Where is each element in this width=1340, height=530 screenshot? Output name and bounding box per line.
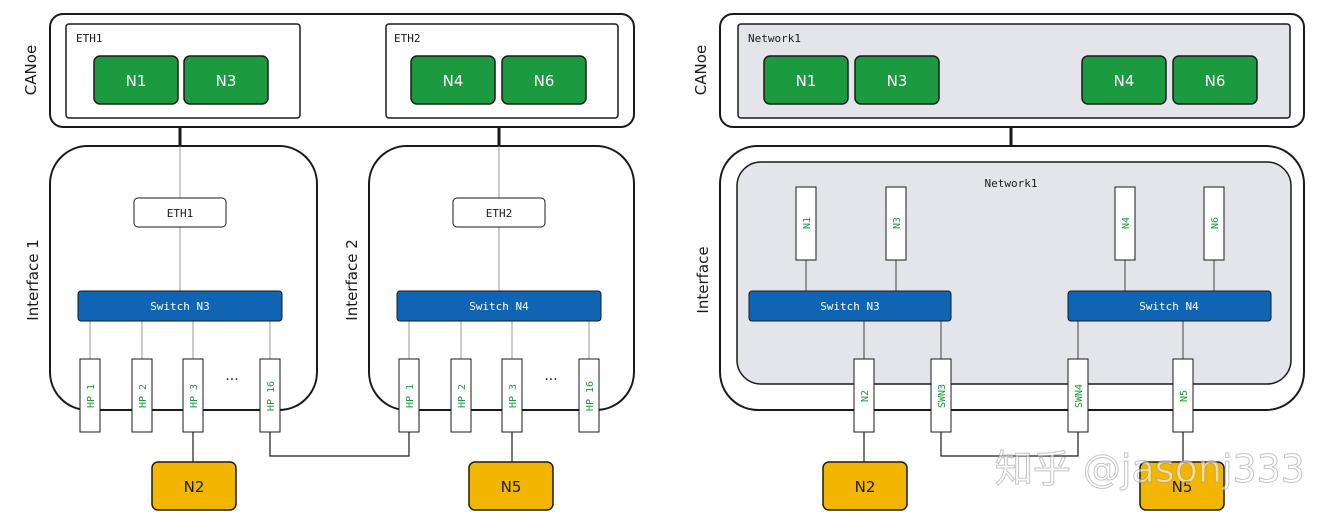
node-label: N3 (887, 72, 908, 90)
switch-label: Switch N4 (1139, 300, 1199, 313)
lower-port-swn3[interactable]: SWN3 (930, 358, 952, 433)
interface-label-right: Interface (694, 246, 712, 313)
switch-n4-left: Switch N4 (396, 290, 602, 322)
canoe-label-right: CANoe (692, 45, 710, 95)
network1-inner-label: Network1 (985, 177, 1038, 190)
port-label: N2 (860, 390, 871, 402)
port-label: SWN3 (937, 384, 948, 408)
network1-inner-box (736, 161, 1292, 385)
iface2-ellipsis: ... (544, 368, 557, 384)
left-diagram: CANoe ETH1 ETH2 N1 N3 N4 N6 Interface 1 (22, 13, 635, 511)
switch-label: Switch N4 (469, 300, 529, 313)
sim-port-n4[interactable]: N4 (1114, 186, 1136, 261)
ecu-n5-right[interactable]: N5 (1139, 461, 1225, 511)
node-label: N6 (534, 72, 555, 90)
iface1-port-hp1[interactable]: HP 1 (79, 358, 101, 433)
port-label: N3 (892, 217, 903, 229)
ecu-n2-left[interactable]: N2 (151, 461, 237, 511)
network1-top-label: Network1 (748, 32, 801, 45)
node-label: N1 (796, 72, 817, 90)
right-diagram: CANoe Network1 N1 N3 N4 N6 Interface Net… (692, 13, 1305, 511)
iface1-eth-channel: ETH1 (133, 197, 227, 228)
channel-label: ETH2 (486, 207, 513, 220)
interface2-label: Interface 2 (343, 239, 361, 320)
node-label: N1 (126, 72, 147, 90)
watermark: 知乎 @jasonj333 (995, 447, 1305, 491)
ecu-links-left (192, 432, 513, 462)
internal-wires-right (805, 260, 1215, 359)
ecu-links-right (863, 432, 1184, 462)
port-label: N1 (802, 217, 813, 229)
switch-label: Switch N3 (150, 300, 210, 313)
eth1-network-label: ETH1 (76, 32, 103, 45)
canoe-node-n3-right[interactable]: N3 (854, 55, 940, 105)
lower-port-swn4[interactable]: SWN4 (1067, 358, 1089, 433)
ecu-n5-left[interactable]: N5 (468, 461, 554, 511)
port-label: N5 (1179, 390, 1190, 402)
port-label: HP 2 (138, 384, 149, 408)
iface2-port-hp3[interactable]: HP 3 (501, 358, 523, 433)
sim-port-n3[interactable]: N3 (885, 186, 907, 261)
port-label: HP 16 (585, 381, 596, 411)
internal-wires-left (89, 146, 590, 359)
canoe-label: CANoe (22, 45, 40, 95)
sim-port-n6[interactable]: N6 (1203, 186, 1225, 261)
port-label: HP 3 (189, 384, 200, 408)
ecu-label: N2 (184, 478, 205, 496)
lower-port-n5[interactable]: N5 (1172, 358, 1194, 433)
lower-port-n2[interactable]: N2 (853, 358, 875, 433)
canoe-node-n6-right[interactable]: N6 (1172, 55, 1258, 105)
iface2-port-hp16[interactable]: HP 16 (578, 358, 600, 433)
iface2-port-hp2[interactable]: HP 2 (450, 358, 472, 433)
canoe-node-n1[interactable]: N1 (93, 55, 179, 105)
ecu-label: N5 (501, 478, 522, 496)
channel-label: ETH1 (167, 207, 194, 220)
iface1-port-hp16[interactable]: HP 16 (259, 358, 281, 433)
canoe-node-n6[interactable]: N6 (501, 55, 587, 105)
node-label: N4 (443, 72, 464, 90)
ecu-label: N2 (855, 478, 876, 496)
eth2-network-label: ETH2 (394, 32, 421, 45)
port-label: SWN4 (1074, 384, 1085, 408)
interface1-label: Interface 1 (24, 239, 42, 320)
port-label: HP 1 (86, 384, 97, 408)
switch-n3-right: Switch N3 (748, 290, 952, 322)
switch-n3-left: Switch N3 (77, 290, 283, 322)
port-label: HP 3 (508, 384, 519, 408)
port-label: N4 (1121, 217, 1132, 229)
canoe-node-n4[interactable]: N4 (410, 55, 496, 105)
canoe-node-n3[interactable]: N3 (183, 55, 269, 105)
iface2-eth-channel: ETH2 (452, 197, 546, 228)
canoe-node-n4-right[interactable]: N4 (1081, 55, 1167, 105)
port-label: HP 2 (457, 384, 468, 408)
switch-label: Switch N3 (820, 300, 880, 313)
ecu-label: N5 (1172, 478, 1193, 496)
canoe-node-n1-right[interactable]: N1 (763, 55, 849, 105)
port-label: HP 16 (266, 381, 277, 411)
iface2-port-hp1[interactable]: HP 1 (398, 358, 420, 433)
iface1-port-hp2[interactable]: HP 2 (131, 358, 153, 433)
node-label: N3 (216, 72, 237, 90)
ecu-n2-right[interactable]: N2 (822, 461, 908, 511)
switch-n4-right: Switch N4 (1067, 290, 1272, 322)
sim-port-n1[interactable]: N1 (795, 186, 817, 261)
port-label: HP 1 (405, 384, 416, 408)
node-label: N6 (1205, 72, 1226, 90)
iface1-port-hp3[interactable]: HP 3 (182, 358, 204, 433)
port-label: N6 (1210, 217, 1221, 229)
node-label: N4 (1114, 72, 1135, 90)
iface1-ellipsis: ... (225, 368, 238, 384)
